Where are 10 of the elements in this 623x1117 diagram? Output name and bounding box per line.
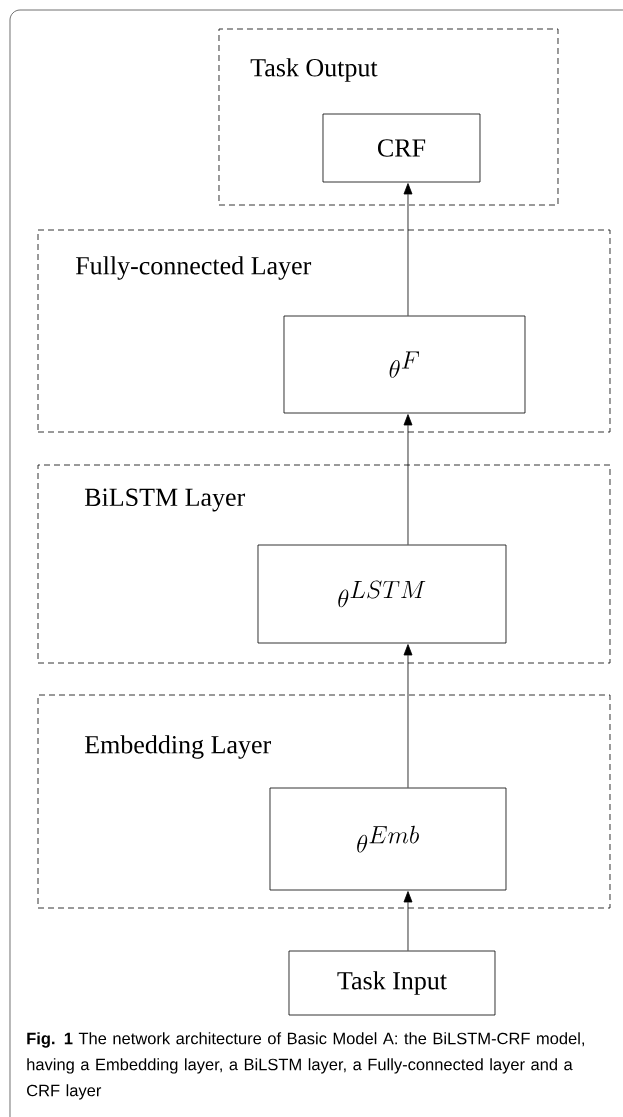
arrow xyxy=(403,644,413,788)
process-box: Task Input xyxy=(288,950,496,1016)
arrow xyxy=(403,183,413,316)
parameter-box: $\theta^{Emb}$ xyxy=(269,787,507,891)
parameter-box: $\theta^{F}$ xyxy=(283,315,526,414)
arrow xyxy=(403,891,413,951)
arrow xyxy=(403,414,413,545)
parameter-box: $\theta^{LSTM}$ xyxy=(257,544,507,644)
caption: Fig. 1 The network architecture of Basic Model A: the BiLSTM-CRF model, having a Embedding layer, a BiLSTM layer, a Fully-connected layer and a CRF layer xyxy=(27,1032,584,1100)
process-box: CRF xyxy=(322,113,481,183)
